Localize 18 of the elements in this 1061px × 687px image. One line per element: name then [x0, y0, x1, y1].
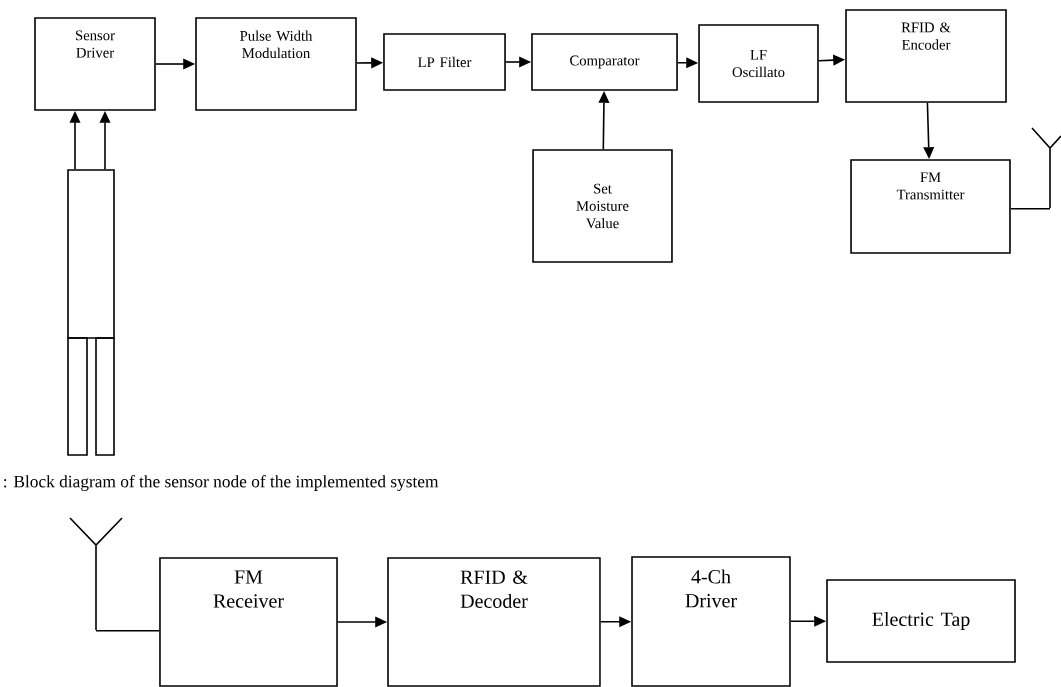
soil-probe: [67, 169, 115, 456]
process-box: Electric Tap: [826, 579, 1016, 663]
connector-line: [1009, 208, 1051, 210]
antenna-symbol: [69, 517, 123, 631]
process-box: Pulse Width Modulation: [195, 17, 357, 111]
process-box: Sensor Driver: [34, 17, 156, 111]
process-box: 4-Ch Driver: [631, 556, 791, 687]
process-box: Comparator: [531, 33, 678, 91]
connector-line: [95, 630, 160, 632]
process-box: FM Transmitter: [850, 159, 1011, 254]
process-box: LP Filter: [383, 33, 506, 91]
process-box: RFID & Decoder: [387, 557, 601, 687]
process-box: FM Receiver: [159, 557, 338, 687]
caption: : Block diagram of the sensor node of the implemented system: [4, 475, 439, 491]
process-box: LF Oscillato: [698, 24, 819, 103]
process-box: Set Moisture Value: [532, 149, 673, 263]
antenna-symbol: [1031, 127, 1061, 209]
process-box: RFID & Encoder: [845, 9, 1007, 103]
